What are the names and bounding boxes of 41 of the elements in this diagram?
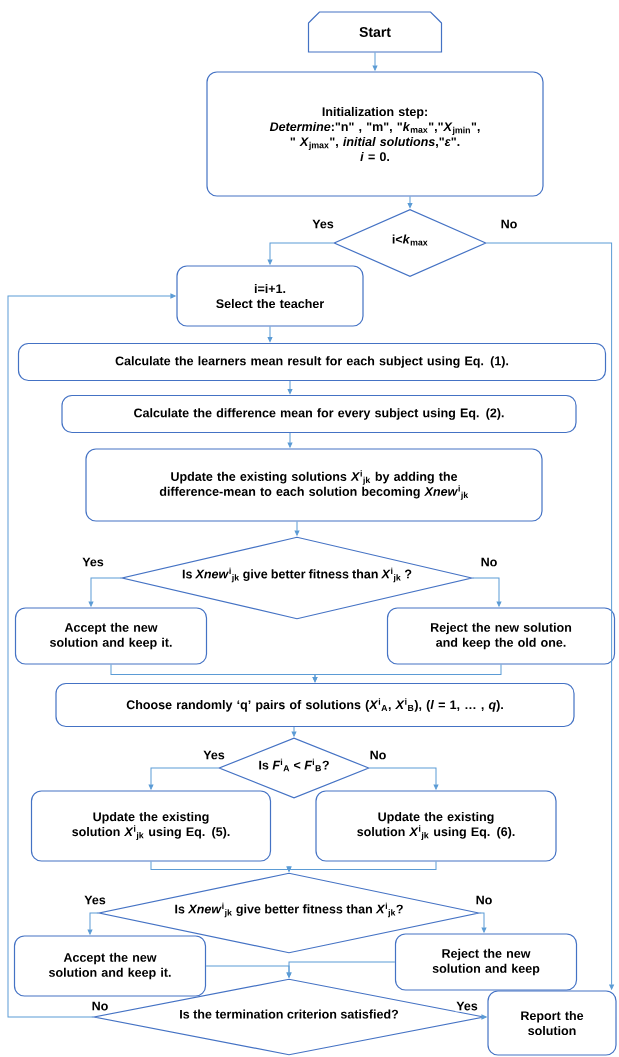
process-box: Update the existing solution X$^{i}$$_{jk}$ using Eq. (5). [30,790,272,862]
arrow [294,521,300,536]
process-box: Accept the new solution and keep it. [14,607,208,665]
arrow [369,767,439,790]
arrow [267,326,273,343]
edge-label: No [479,556,499,568]
arrow [479,912,487,933]
process-box: Reject the new solution and keep the old one. [386,607,616,665]
arrow [286,861,437,872]
arrow [148,767,219,790]
arrow [486,242,614,990]
process-box: Calculate the difference mean for every subject using Eq. (2). [61,394,577,434]
arrow [7,293,176,1018]
edge-label: No [368,749,388,761]
edge-label: Yes [81,556,105,568]
process-box: Reject the new solution and keep [394,933,578,991]
arrow [267,242,334,265]
edge-label: No [90,1000,110,1012]
process-box: Update the existing solution X$^{i}$$_{jk}$ using Eq. (6). [315,790,557,862]
process-box: Report the solution [487,990,617,1056]
arrow [287,380,293,395]
arrow [312,664,502,683]
process-box: Update the existing solutions X$^{i}$$_{jk}$ by adding the difference-mean to each solution becoming Xnew$^{i}$jk [85,448,543,522]
edge-label: No [499,218,519,230]
arrow [287,432,293,448]
arrow [481,1014,487,1020]
arrow [286,961,396,978]
arrow [372,52,378,71]
process-box: i=i+1. Select the teacher [176,265,364,327]
edge-label: Yes [311,218,335,230]
process-box: Calculate the learners mean result for each subject using Eq. (1). [17,342,607,382]
process-box: Choose randomly ‘q’ pairs of solutions (X$^{i}$$_{A}$, X$^{i}$$_{B}$), (l = 1, … , q). [55,682,575,728]
arrow [87,912,99,935]
arrow [88,577,122,607]
process-box: Initialization step: Determine:"n" , "m", "k$_{max}$","X$_{jmin}$", " X$_{jmax}$", initial solutions,"ε". i = 0. [206,71,544,197]
edge-label: Yes [455,1000,479,1012]
arrow [472,577,502,607]
arrow [407,196,413,209]
process-box: Accept the new solution and keep it. [13,935,207,997]
start-terminal: Start [307,11,443,53]
arrow [291,726,297,737]
